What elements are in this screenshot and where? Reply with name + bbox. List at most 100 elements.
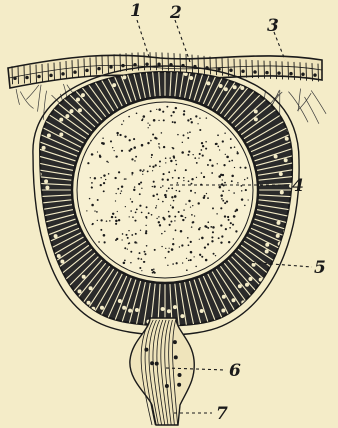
epithelial-cell-wall <box>168 53 169 71</box>
yolk-granule <box>172 121 174 123</box>
yolk-granule <box>245 189 247 191</box>
yolk-granule <box>106 220 108 222</box>
epithelial-cell-wall <box>240 59 241 77</box>
yolk-granule <box>191 178 193 180</box>
yolk-granule <box>204 246 206 248</box>
yolk-granule <box>220 194 222 196</box>
epithelial-cell-wall <box>210 57 211 75</box>
yolk-granule <box>200 254 201 255</box>
yolk-granule <box>158 198 160 200</box>
columnar-nucleus <box>42 146 46 150</box>
yolk-granule <box>230 147 232 149</box>
columnar-nucleus <box>54 234 58 238</box>
leader-line-1 <box>137 20 150 60</box>
label-4: 4 <box>292 176 304 196</box>
yolk-granule <box>108 162 109 163</box>
stalk-nucleus <box>165 384 168 387</box>
yolk-granule <box>130 251 132 253</box>
epithelial-cell-wall <box>198 55 199 73</box>
columnar-nucleus <box>82 275 86 279</box>
label-5: 5 <box>314 258 326 278</box>
yolk-granule <box>100 184 102 186</box>
yolk-granule <box>244 179 245 180</box>
yolk-granule <box>207 164 209 166</box>
yolk-granule <box>130 198 131 199</box>
yolk-granule <box>197 123 198 124</box>
yolk-granule <box>142 171 144 173</box>
yolk-granule <box>206 226 208 228</box>
yolk-granule <box>135 233 137 235</box>
yolk-granule <box>176 190 177 191</box>
yolk-granule <box>240 167 242 169</box>
yolk-granule <box>143 261 145 263</box>
yolk-granule <box>121 150 123 152</box>
cell-nucleus <box>266 71 269 74</box>
yolk-granule <box>96 211 98 213</box>
yolk-granule <box>231 160 233 162</box>
yolk-granule <box>87 162 89 164</box>
epithelial-cell-wall <box>108 55 109 73</box>
yolk-granule <box>169 224 171 226</box>
cell-nucleus <box>38 75 41 78</box>
yolk-granule <box>211 236 213 238</box>
yolk-granule <box>115 155 117 157</box>
yolk-granule <box>217 134 219 136</box>
yolk-granule <box>236 152 238 154</box>
yolk-granule <box>110 140 112 142</box>
yolk-granule <box>153 119 156 122</box>
yolk-granule <box>89 198 90 199</box>
columnar-nucleus <box>102 317 106 321</box>
yolk-granule <box>139 267 141 269</box>
columnar-nucleus <box>122 75 126 79</box>
epithelial-cell-wall <box>264 61 265 79</box>
epithelial-cell-wall <box>66 61 67 79</box>
yolk-granule <box>135 211 137 213</box>
yolk-granule <box>186 269 188 271</box>
yolk-granule <box>163 218 165 220</box>
yolk-granule <box>156 205 157 206</box>
yolk-granule <box>231 175 234 178</box>
yolk-granule <box>206 193 207 194</box>
epithelial-cell-wall <box>288 62 289 80</box>
yolk-granule <box>217 163 218 164</box>
yolk-granule <box>217 145 219 147</box>
yolk-granule <box>221 198 223 200</box>
yolk-granule <box>158 108 161 111</box>
fiber-strand <box>16 89 19 105</box>
yolk-granule <box>181 151 184 154</box>
yolk-granule <box>167 265 168 266</box>
yolk-granule <box>158 216 159 217</box>
yolk-granule <box>226 156 229 159</box>
yolk-granule <box>162 185 163 186</box>
yolk-granule <box>241 198 243 200</box>
yolk-granule <box>121 124 123 126</box>
yolk-granule <box>182 219 184 221</box>
columnar-nucleus <box>48 252 52 256</box>
cell-nucleus <box>62 73 65 76</box>
epithelial-cell-wall <box>96 57 97 75</box>
yolk-granule <box>142 174 143 175</box>
yolk-granule <box>171 196 173 198</box>
yolk-granule <box>143 169 145 171</box>
epithelial-cell-wall <box>102 56 103 74</box>
yolk-granule <box>170 221 172 223</box>
yolk-granule <box>172 111 174 113</box>
yolk-granule <box>207 197 209 199</box>
central-ovum <box>72 97 258 283</box>
epithelial-cell-wall <box>150 52 151 70</box>
yolk-granule <box>240 185 242 187</box>
yolk-granule <box>179 246 180 247</box>
columnar-nucleus <box>189 76 193 80</box>
yolk-granule <box>152 272 154 274</box>
yolk-granule <box>207 243 209 245</box>
yolk-granule <box>219 149 220 150</box>
columnar-nucleus <box>89 286 93 290</box>
cell-nucleus <box>110 66 113 69</box>
yolk-granule <box>108 173 110 175</box>
yolk-granule <box>222 174 224 176</box>
yolk-granule <box>115 223 117 225</box>
yolk-granule <box>165 248 166 249</box>
yolk-granule <box>135 156 137 158</box>
yolk-granule <box>180 230 183 233</box>
